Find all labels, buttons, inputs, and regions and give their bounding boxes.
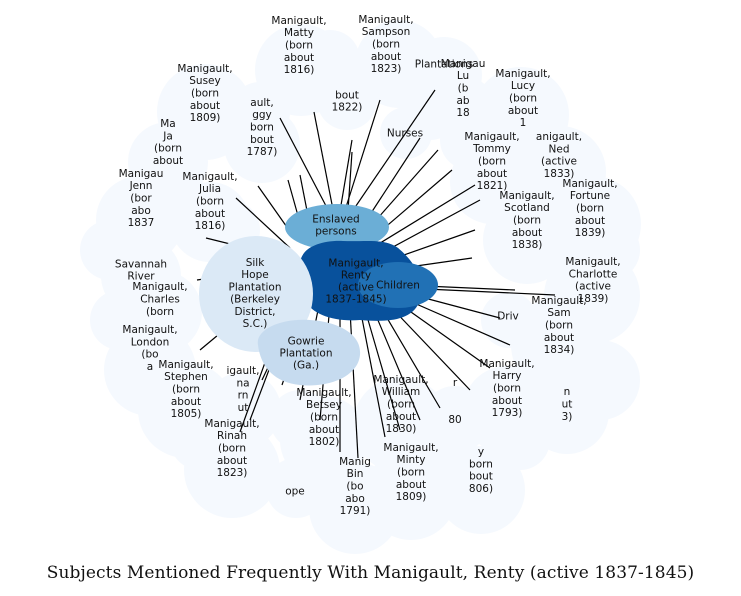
cloud-blob-39 <box>440 110 500 170</box>
link-line-8 <box>371 184 476 249</box>
outer-node-cloud <box>80 20 641 554</box>
cloud-blob-42 <box>410 420 470 480</box>
cloud-blob-44 <box>170 410 230 470</box>
gowrie-node-shape <box>257 319 361 386</box>
link-line-9 <box>377 199 481 256</box>
node-label-hidden-ope: ope <box>285 486 305 498</box>
cloud-blob-36 <box>560 340 640 420</box>
cloud-blob-46 <box>80 220 140 280</box>
enslaved-persons-node-shape <box>285 204 389 250</box>
diagram-caption: Subjects Mentioned Frequently With Manig… <box>46 563 695 583</box>
cloud-blob-15 <box>483 196 571 284</box>
link-line-19 <box>371 305 421 421</box>
node-label-charles: Manigault,Charles(born <box>132 281 187 318</box>
link-line-20 <box>363 305 401 431</box>
cloud-blob-34 <box>230 82 290 142</box>
cloud-blob-38 <box>300 30 360 90</box>
link-line-21 <box>359 307 386 438</box>
cloud-blob-41 <box>270 390 330 450</box>
link-line-17 <box>387 303 471 391</box>
cloud-blob-43 <box>490 410 550 470</box>
hub-label-children: Children <box>376 280 420 292</box>
hub-nodes <box>199 204 438 386</box>
cloud-blob-37 <box>90 290 150 350</box>
link-line-18 <box>379 305 441 409</box>
node-label-plantations: Plantations <box>415 59 473 71</box>
link-line-33 <box>235 197 291 249</box>
node-label-drivers: Driv <box>497 311 519 323</box>
children-node-shape <box>358 262 438 308</box>
cloud-blob-45 <box>580 220 640 280</box>
node-label-nurses: Nurses <box>387 128 423 140</box>
link-line-4 <box>344 89 436 223</box>
